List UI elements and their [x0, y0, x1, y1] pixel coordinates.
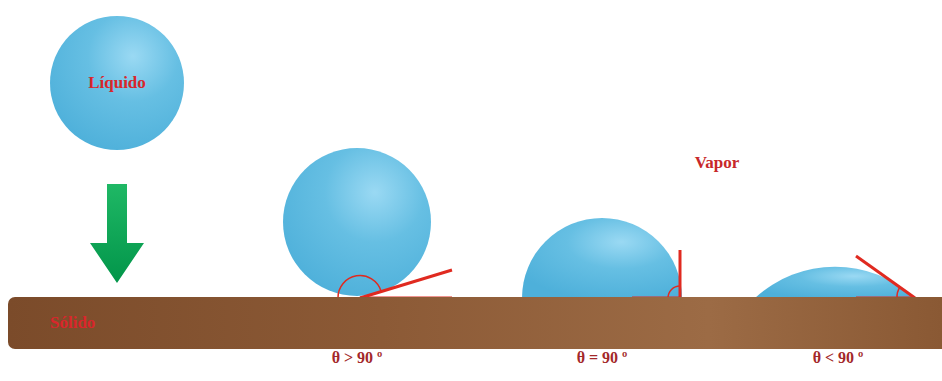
angle-label: θ > 90 º — [332, 349, 383, 367]
angle-label: θ = 90 º — [577, 349, 628, 367]
phase-label: Sólido — [50, 313, 95, 333]
liquid-drop — [522, 218, 682, 298]
liquid-circle: Líquido — [50, 16, 184, 150]
liquid-drop — [50, 16, 184, 150]
liquid-drop — [283, 148, 431, 296]
fall-arrow — [90, 184, 144, 283]
phase-label: Vapor — [695, 153, 740, 173]
angle-label: θ < 90 º — [813, 349, 864, 367]
contact-angle — [338, 250, 915, 298]
solid-bar: Sólido — [8, 297, 942, 349]
phase-label: Líquido — [88, 73, 146, 93]
